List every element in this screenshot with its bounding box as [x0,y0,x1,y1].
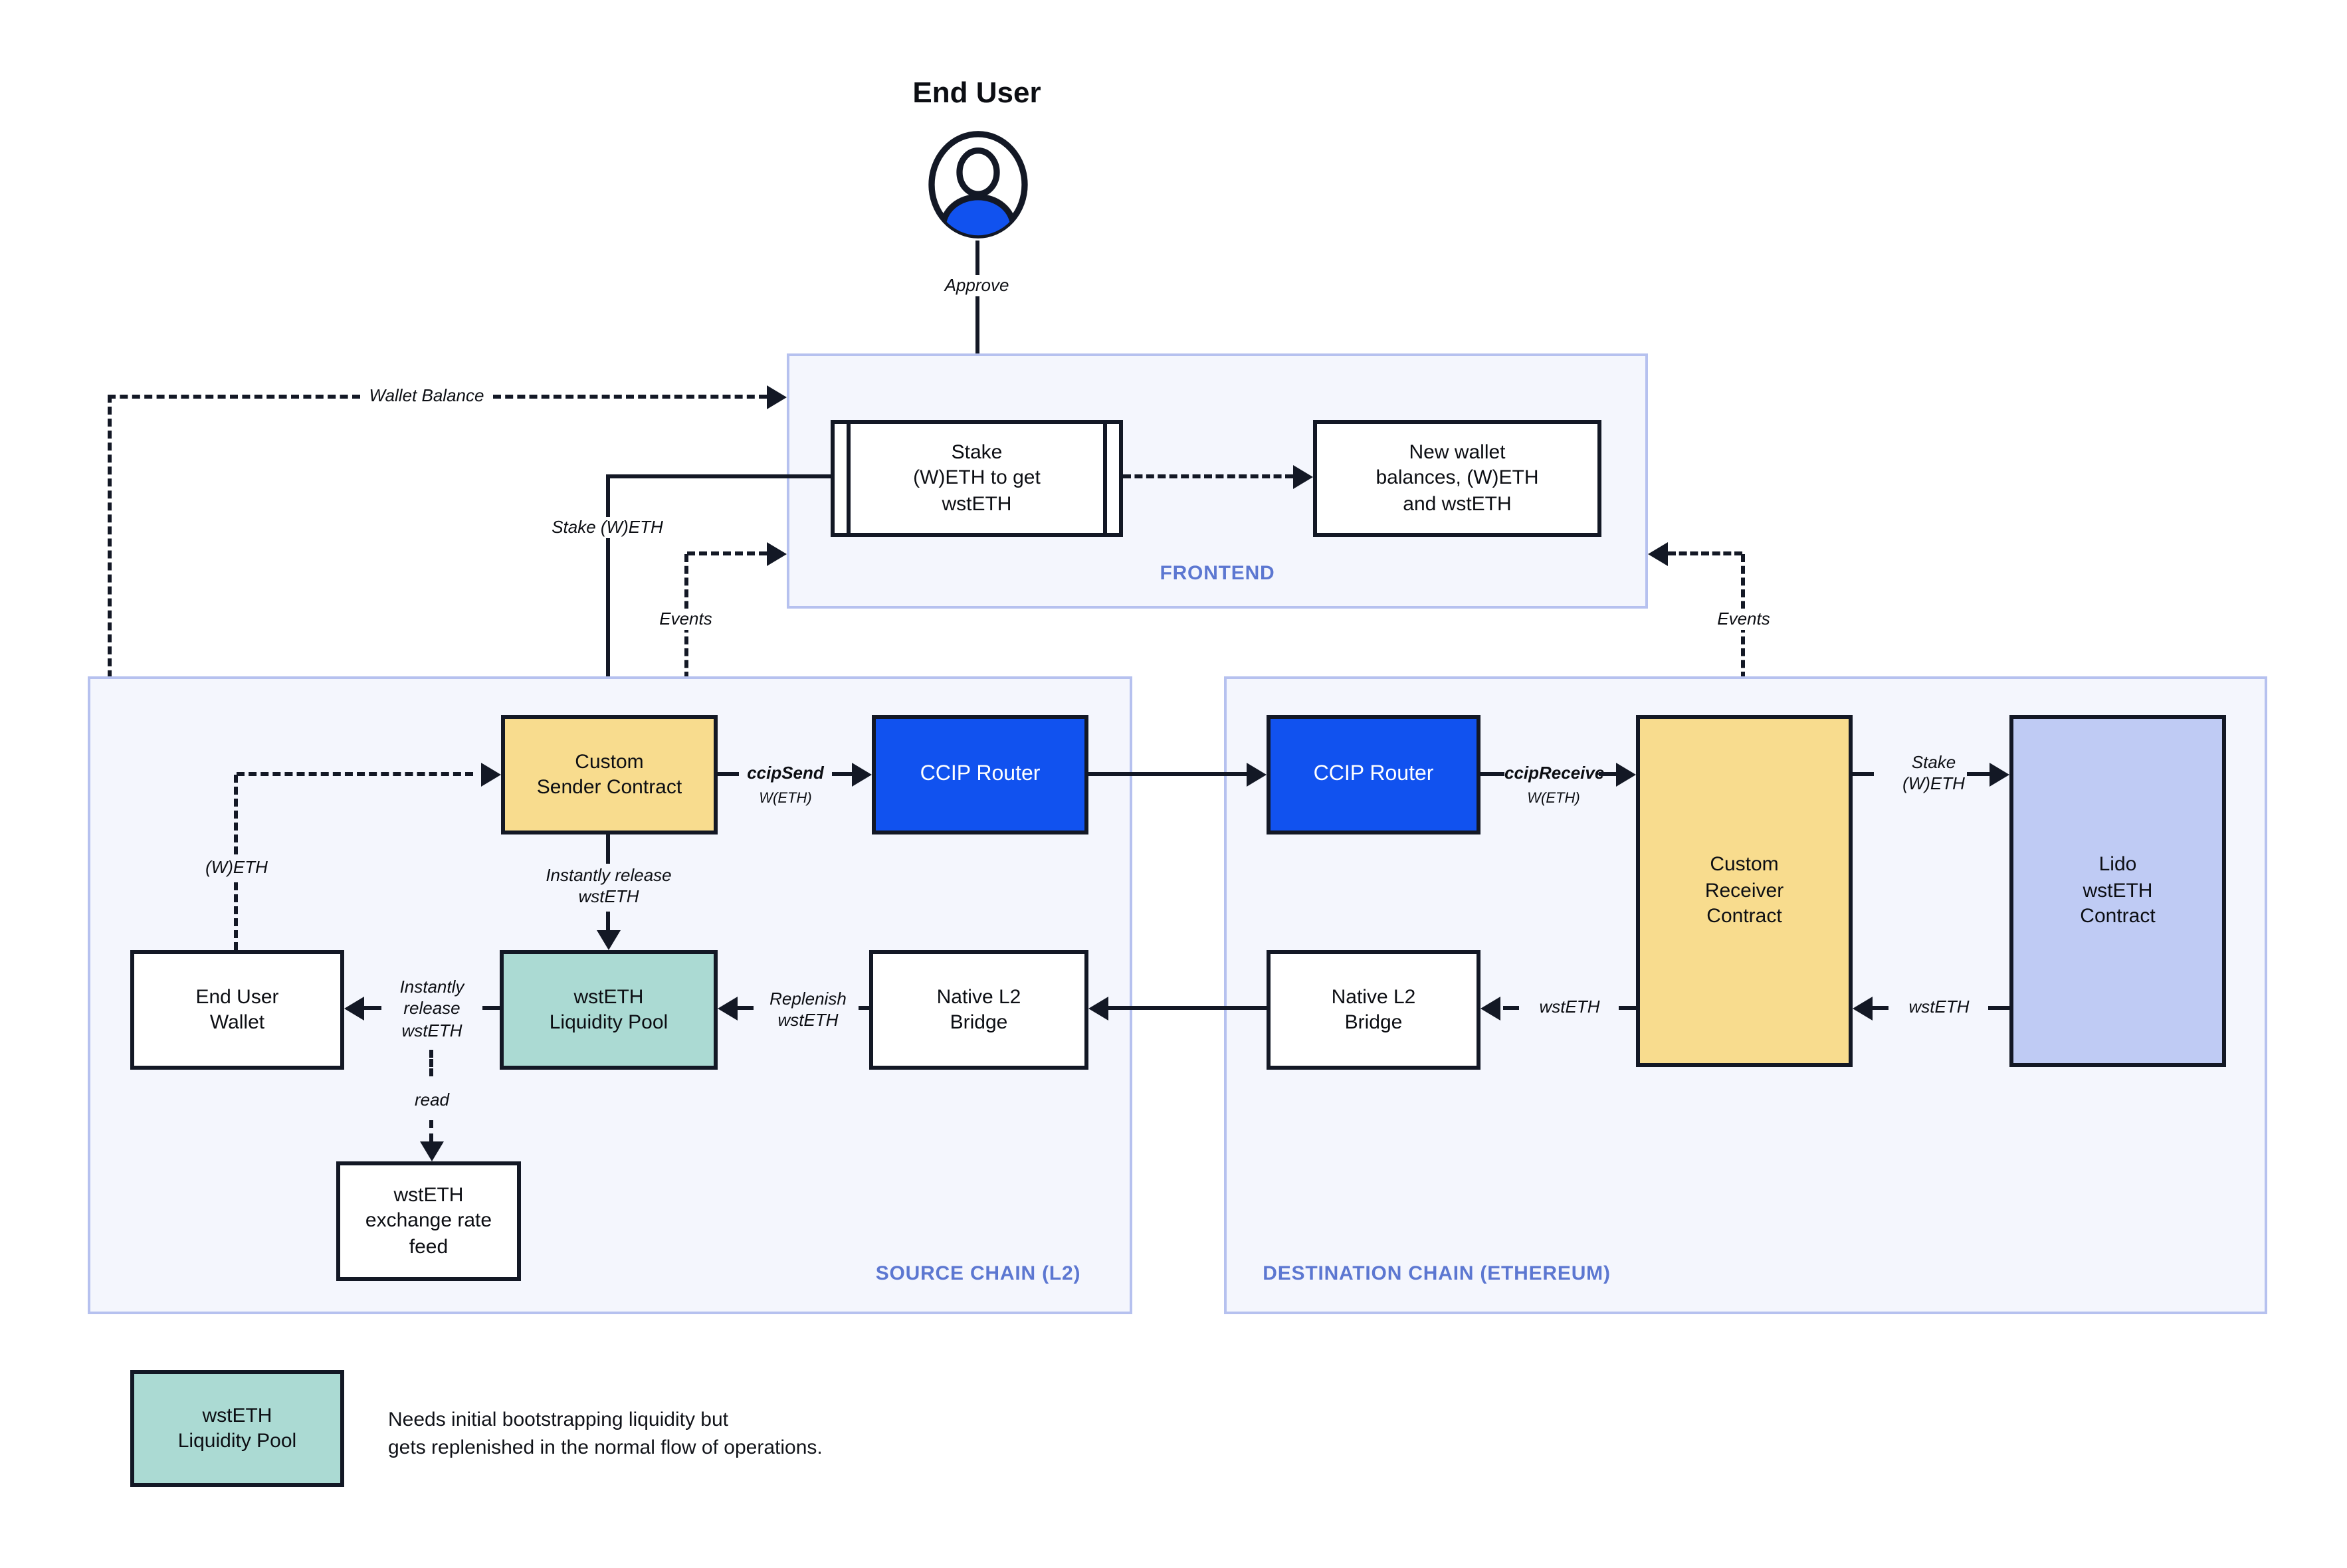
edge-approve-line [975,241,979,400]
edge-bridge-to-bridge [1108,1006,1267,1010]
legend-pool-label: wstETH Liquidity Pool [177,1404,297,1452]
frontend-label: FRONTEND [1160,562,1275,585]
edge-read-seg1 [429,1050,433,1076]
arrowhead-ccipsend [852,763,872,787]
edge-release-left-label: Instantly release wstETH [381,977,482,1042]
edge-release-left-seg2 [364,1006,381,1010]
rate-feed-box: wstETH exchange rate feed [336,1161,521,1281]
arrowhead-router-to-router [1247,763,1267,787]
custom-sender-label: Custom Sender Contract [536,750,682,799]
edge-read-label: read [392,1090,472,1112]
custom-sender-box: Custom Sender Contract [501,715,718,834]
edge-replenish-seg1 [851,1006,870,1010]
ccip-router-dest-box: CCIP Router [1267,715,1480,834]
edge-read-seg2 [429,1120,433,1141]
destination-chain-label: DESTINATION CHAIN (ETHEREUM) [1263,1262,1611,1285]
edge-ccipreceive-seg2 [1599,772,1617,776]
liquidity-pool-box: wstETH Liquidity Pool [500,950,718,1070]
native-bridge-dest-label: Native L2 Bridge [1331,985,1416,1034]
edge-wsteth-receiver-seg1 [1986,1006,2009,1010]
legend-caption: Needs initial bootstrapping liquidity bu… [388,1409,823,1459]
edge-weth-h [237,772,473,776]
edge-events-right-label: Events [1696,609,1791,631]
edge-wsteth-receiver-seg2 [1873,1006,1888,1010]
process-side-bar-right [1103,424,1107,533]
edge-events-right-h [1668,551,1742,555]
arrowhead-wallet-balance [767,385,787,409]
edge-release-left-seg1 [473,1006,500,1010]
edge-wallet-balance-label: Wallet Balance [360,385,493,407]
edge-wsteth-bridge-seg2 [1503,1006,1519,1010]
arrowhead-stake-dest [1990,763,2009,787]
ccip-router-dest-label: CCIP Router [1313,762,1434,785]
edge-stake-weth-label: Stake (W)ETH [528,517,687,539]
edge-events-left-label: Events [638,609,734,631]
edge-ccipsend-seg1 [718,772,747,776]
edge-ccipreceive-label: ccipReceive [1504,763,1604,785]
legend-pool-box: wstETH Liquidity Pool [130,1370,344,1487]
edge-wsteth-receiver-label: wstETH [1890,997,1988,1019]
arrowhead-release-down [596,930,620,950]
edge-ccipreceive-seg1 [1480,772,1504,776]
arrowhead-release-left [344,997,364,1021]
native-bridge-source-box: Native L2 Bridge [869,950,1088,1070]
liquidity-pool-label: wstETH Liquidity Pool [549,985,668,1034]
lido-contract-box: Lido wstETH Contract [2009,715,2226,1067]
arrowhead-wsteth-receiver [1853,997,1873,1021]
edge-stake-weth-v [606,474,610,696]
edge-stake-dest-seg2 [1967,772,1991,776]
end-user-wallet-box: End User Wallet [130,950,344,1070]
edge-ccipreceive-token-label: W(ETH) [1527,791,1580,807]
end-user-title: End User [912,76,1041,109]
arrowhead-bridge-to-bridge [1088,997,1108,1021]
arrowhead-stake-to-newwallet [1293,464,1313,488]
edge-stake-to-newwallet [1123,474,1293,478]
arrowhead-events-left [767,542,787,566]
arrowhead-replenish [718,997,738,1021]
edge-release-down-label: Instantly release wstETH [529,865,688,908]
edge-weth-label: (W)ETH [183,857,290,879]
edge-approve-label: Approve [897,275,1057,297]
edge-ccipsend-label: ccipSend [739,763,832,785]
edge-events-left-v [684,554,688,715]
edge-router-to-router [1088,772,1247,776]
arrowhead-wsteth-bridge [1480,997,1500,1021]
edge-wsteth-bridge-seg1 [1616,1006,1636,1010]
new-wallet-box-label: New wallet balances, (W)ETH and wstETH [1376,441,1539,516]
edge-ccipsend-token-label: W(ETH) [759,791,812,807]
process-side-bar-left [847,424,851,533]
stake-box-label: Stake (W)ETH to get wstETH [913,441,1041,516]
ccip-router-source-box: CCIP Router [872,715,1088,834]
lido-contract-label: Lido wstETH Contract [2080,853,2156,928]
arrowhead-weth [481,763,501,787]
edge-wallet-balance-seg1 [108,395,360,399]
custom-receiver-label: Custom Receiver Contract [1704,853,1784,928]
native-bridge-dest-box: Native L2 Bridge [1267,950,1480,1070]
edge-wsteth-bridge-label: wstETH [1520,997,1619,1019]
stake-box: Stake (W)ETH to get wstETH [831,420,1123,537]
edge-events-left-h [687,551,767,555]
rate-feed-label: wstETH exchange rate feed [365,1183,492,1258]
new-wallet-box: New wallet balances, (W)ETH and wstETH [1313,420,1601,537]
edge-release-down-seg1 [606,834,610,864]
edge-ccipsend-seg2 [832,772,853,776]
arrowhead-ccipreceive [1616,763,1636,787]
edge-replenish-label: Replenish wstETH [758,989,859,1032]
end-user-wallet-label: End User Wallet [195,985,279,1034]
edge-events-right-v [1741,554,1745,715]
edge-stake-weth-h [609,474,831,478]
edge-replenish-seg2 [738,1006,754,1010]
edge-wallet-balance-seg2 [493,395,767,399]
native-bridge-source-label: Native L2 Bridge [936,985,1021,1034]
ccip-router-source-label: CCIP Router [920,762,1041,785]
edge-release-down-seg2 [606,912,610,930]
custom-receiver-box: Custom Receiver Contract [1636,715,1853,1067]
source-chain-label: SOURCE CHAIN (L2) [875,1262,1081,1285]
arrowhead-events-right [1648,542,1668,566]
end-user-icon [928,131,1028,239]
edge-stake-dest-seg1 [1853,772,1874,776]
arrowhead-read [419,1141,443,1161]
